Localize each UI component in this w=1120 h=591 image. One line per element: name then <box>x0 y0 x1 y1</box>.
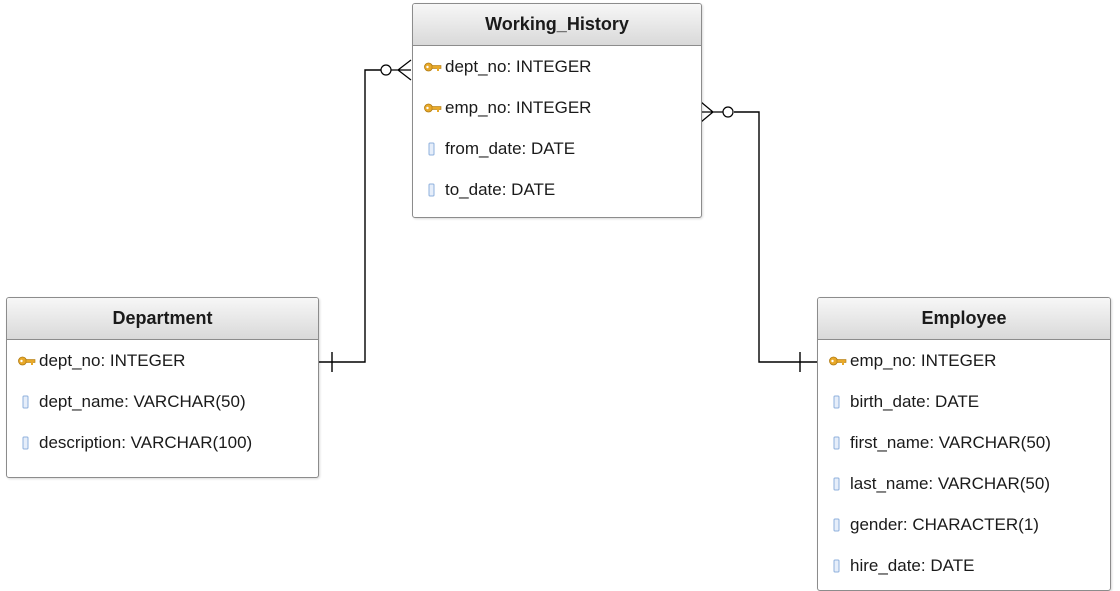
attribute-label: to_date: DATE <box>445 179 556 199</box>
attribute-label: birth_date: DATE <box>850 391 980 411</box>
attribute-label: dept_name: VARCHAR(50) <box>39 391 246 411</box>
attribute-list: dept_no: INTEGER dept_name: VARCHAR(50) de… <box>7 340 318 463</box>
primary-key-attribute[interactable]: emp_no: INTEGER <box>413 87 701 128</box>
attribute-label: first_name: VARCHAR(50) <box>850 432 1051 452</box>
key-icon <box>828 353 848 369</box>
attribute-list: dept_no: INTEGER emp_no: INTEGER from_date… <box>413 46 701 210</box>
attribute-label: from_date: DATE <box>445 138 576 158</box>
attribute-row[interactable]: description: VARCHAR(100) <box>7 422 318 463</box>
attribute-label: dept_no: INTEGER <box>445 56 592 76</box>
entity-employee[interactable]: Employee emp_no: INTEGER birth_date: DATE… <box>817 297 1111 591</box>
entity-title: Department <box>7 298 318 340</box>
attribute-list: emp_no: INTEGER birth_date: DATE first_nam… <box>818 340 1110 586</box>
column-icon <box>17 394 37 410</box>
entity-department[interactable]: Department dept_no: INTEGER dept_name: VA… <box>6 297 319 478</box>
crowfoot-many-marker <box>700 101 723 123</box>
relationship-department-working-history[interactable] <box>319 59 412 372</box>
attribute-row[interactable]: first_name: VARCHAR(50) <box>818 422 1110 463</box>
key-icon <box>423 100 443 116</box>
zero-marker <box>722 106 734 118</box>
column-icon <box>828 435 848 451</box>
primary-key-attribute[interactable]: emp_no: INTEGER <box>818 340 1110 381</box>
attribute-label: description: VARCHAR(100) <box>39 432 253 452</box>
attribute-label: emp_no: INTEGER <box>850 350 997 370</box>
relationship-employee-working-history[interactable] <box>700 101 817 372</box>
primary-key-attribute[interactable]: dept_no: INTEGER <box>413 46 701 87</box>
attribute-label: gender: CHARACTER(1) <box>850 514 1039 534</box>
zero-marker <box>380 64 392 76</box>
column-icon <box>828 394 848 410</box>
column-icon <box>828 558 848 574</box>
attribute-row[interactable]: dept_name: VARCHAR(50) <box>7 381 318 422</box>
attribute-row[interactable]: gender: CHARACTER(1) <box>818 504 1110 545</box>
column-icon <box>17 435 37 451</box>
entity-working-history[interactable]: Working_History dept_no: INTEGER emp_no: … <box>412 3 702 218</box>
entity-title: Employee <box>818 298 1110 340</box>
key-icon <box>17 353 37 369</box>
attribute-label: hire_date: DATE <box>850 555 975 575</box>
attribute-label: dept_no: INTEGER <box>39 350 186 370</box>
attribute-row[interactable]: birth_date: DATE <box>818 381 1110 422</box>
attribute-row[interactable]: from_date: DATE <box>413 128 701 169</box>
attribute-label: last_name: VARCHAR(50) <box>850 473 1050 493</box>
column-icon <box>828 476 848 492</box>
primary-key-attribute[interactable]: dept_no: INTEGER <box>7 340 318 381</box>
attribute-row[interactable]: to_date: DATE <box>413 169 701 210</box>
attribute-row[interactable]: hire_date: DATE <box>818 545 1110 586</box>
attribute-row[interactable]: last_name: VARCHAR(50) <box>818 463 1110 504</box>
column-icon <box>423 141 443 157</box>
key-icon <box>423 59 443 75</box>
crowfoot-many-marker <box>391 59 412 81</box>
attribute-label: emp_no: INTEGER <box>445 97 592 117</box>
column-icon <box>423 182 443 198</box>
entity-title: Working_History <box>413 4 701 46</box>
column-icon <box>828 517 848 533</box>
